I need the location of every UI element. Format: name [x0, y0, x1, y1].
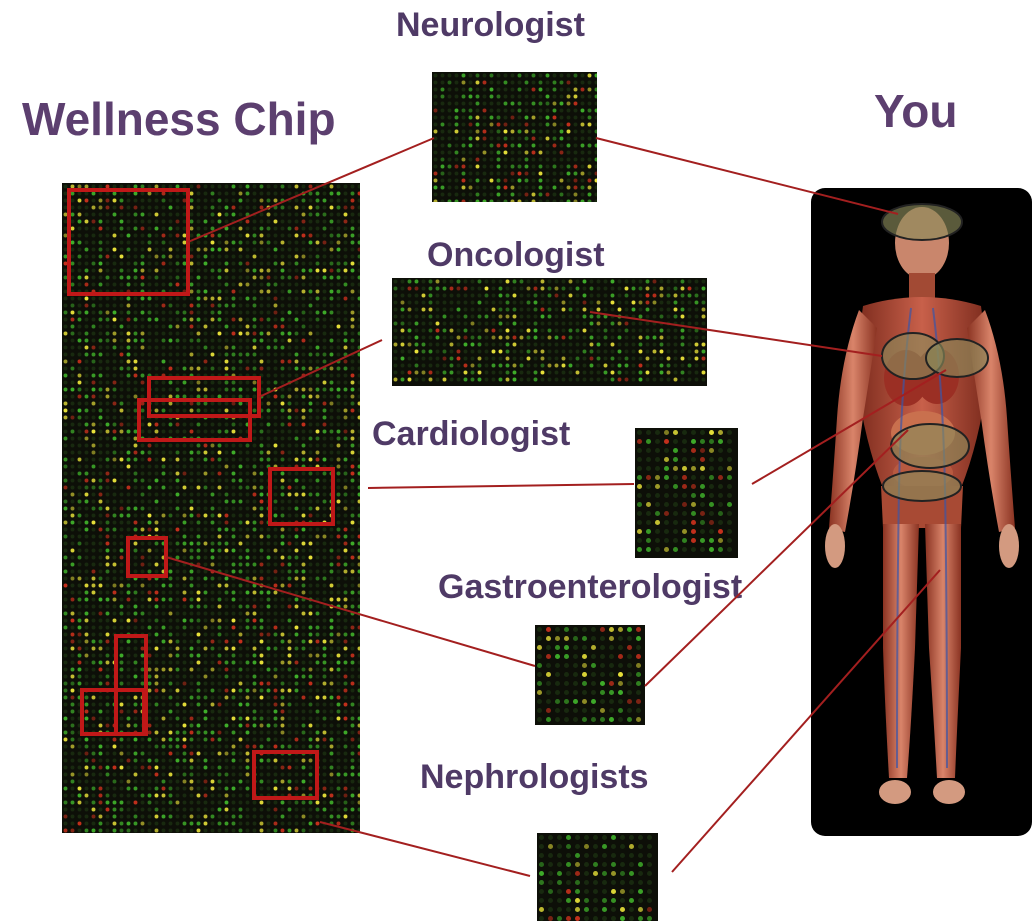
oncologist-chip-image	[392, 278, 707, 386]
neurologist-label: Neurologist	[396, 8, 585, 42]
you-title: You	[874, 88, 957, 134]
wellness-chip-title: Wellness Chip	[22, 96, 336, 142]
connector-cardio-chip	[368, 484, 634, 488]
microarray-spots	[62, 183, 360, 833]
neurologist-chip-image	[432, 72, 597, 202]
cardiologist-label: Cardiologist	[372, 417, 570, 451]
gastroenterologist-label: Gastroenterologist	[438, 570, 742, 604]
gastroenterologist-chip-image	[535, 625, 645, 725]
oncologist-label: Oncologist	[427, 238, 605, 272]
cardiologist-chip-image	[635, 428, 738, 558]
human-anatomy-figure-icon	[811, 188, 1032, 836]
human-anatomy-panel	[811, 188, 1032, 836]
nephrologists-label: Nephrologists	[420, 760, 649, 794]
nephrologists-chip-image	[537, 833, 658, 921]
wellness-chip-image	[62, 183, 360, 833]
